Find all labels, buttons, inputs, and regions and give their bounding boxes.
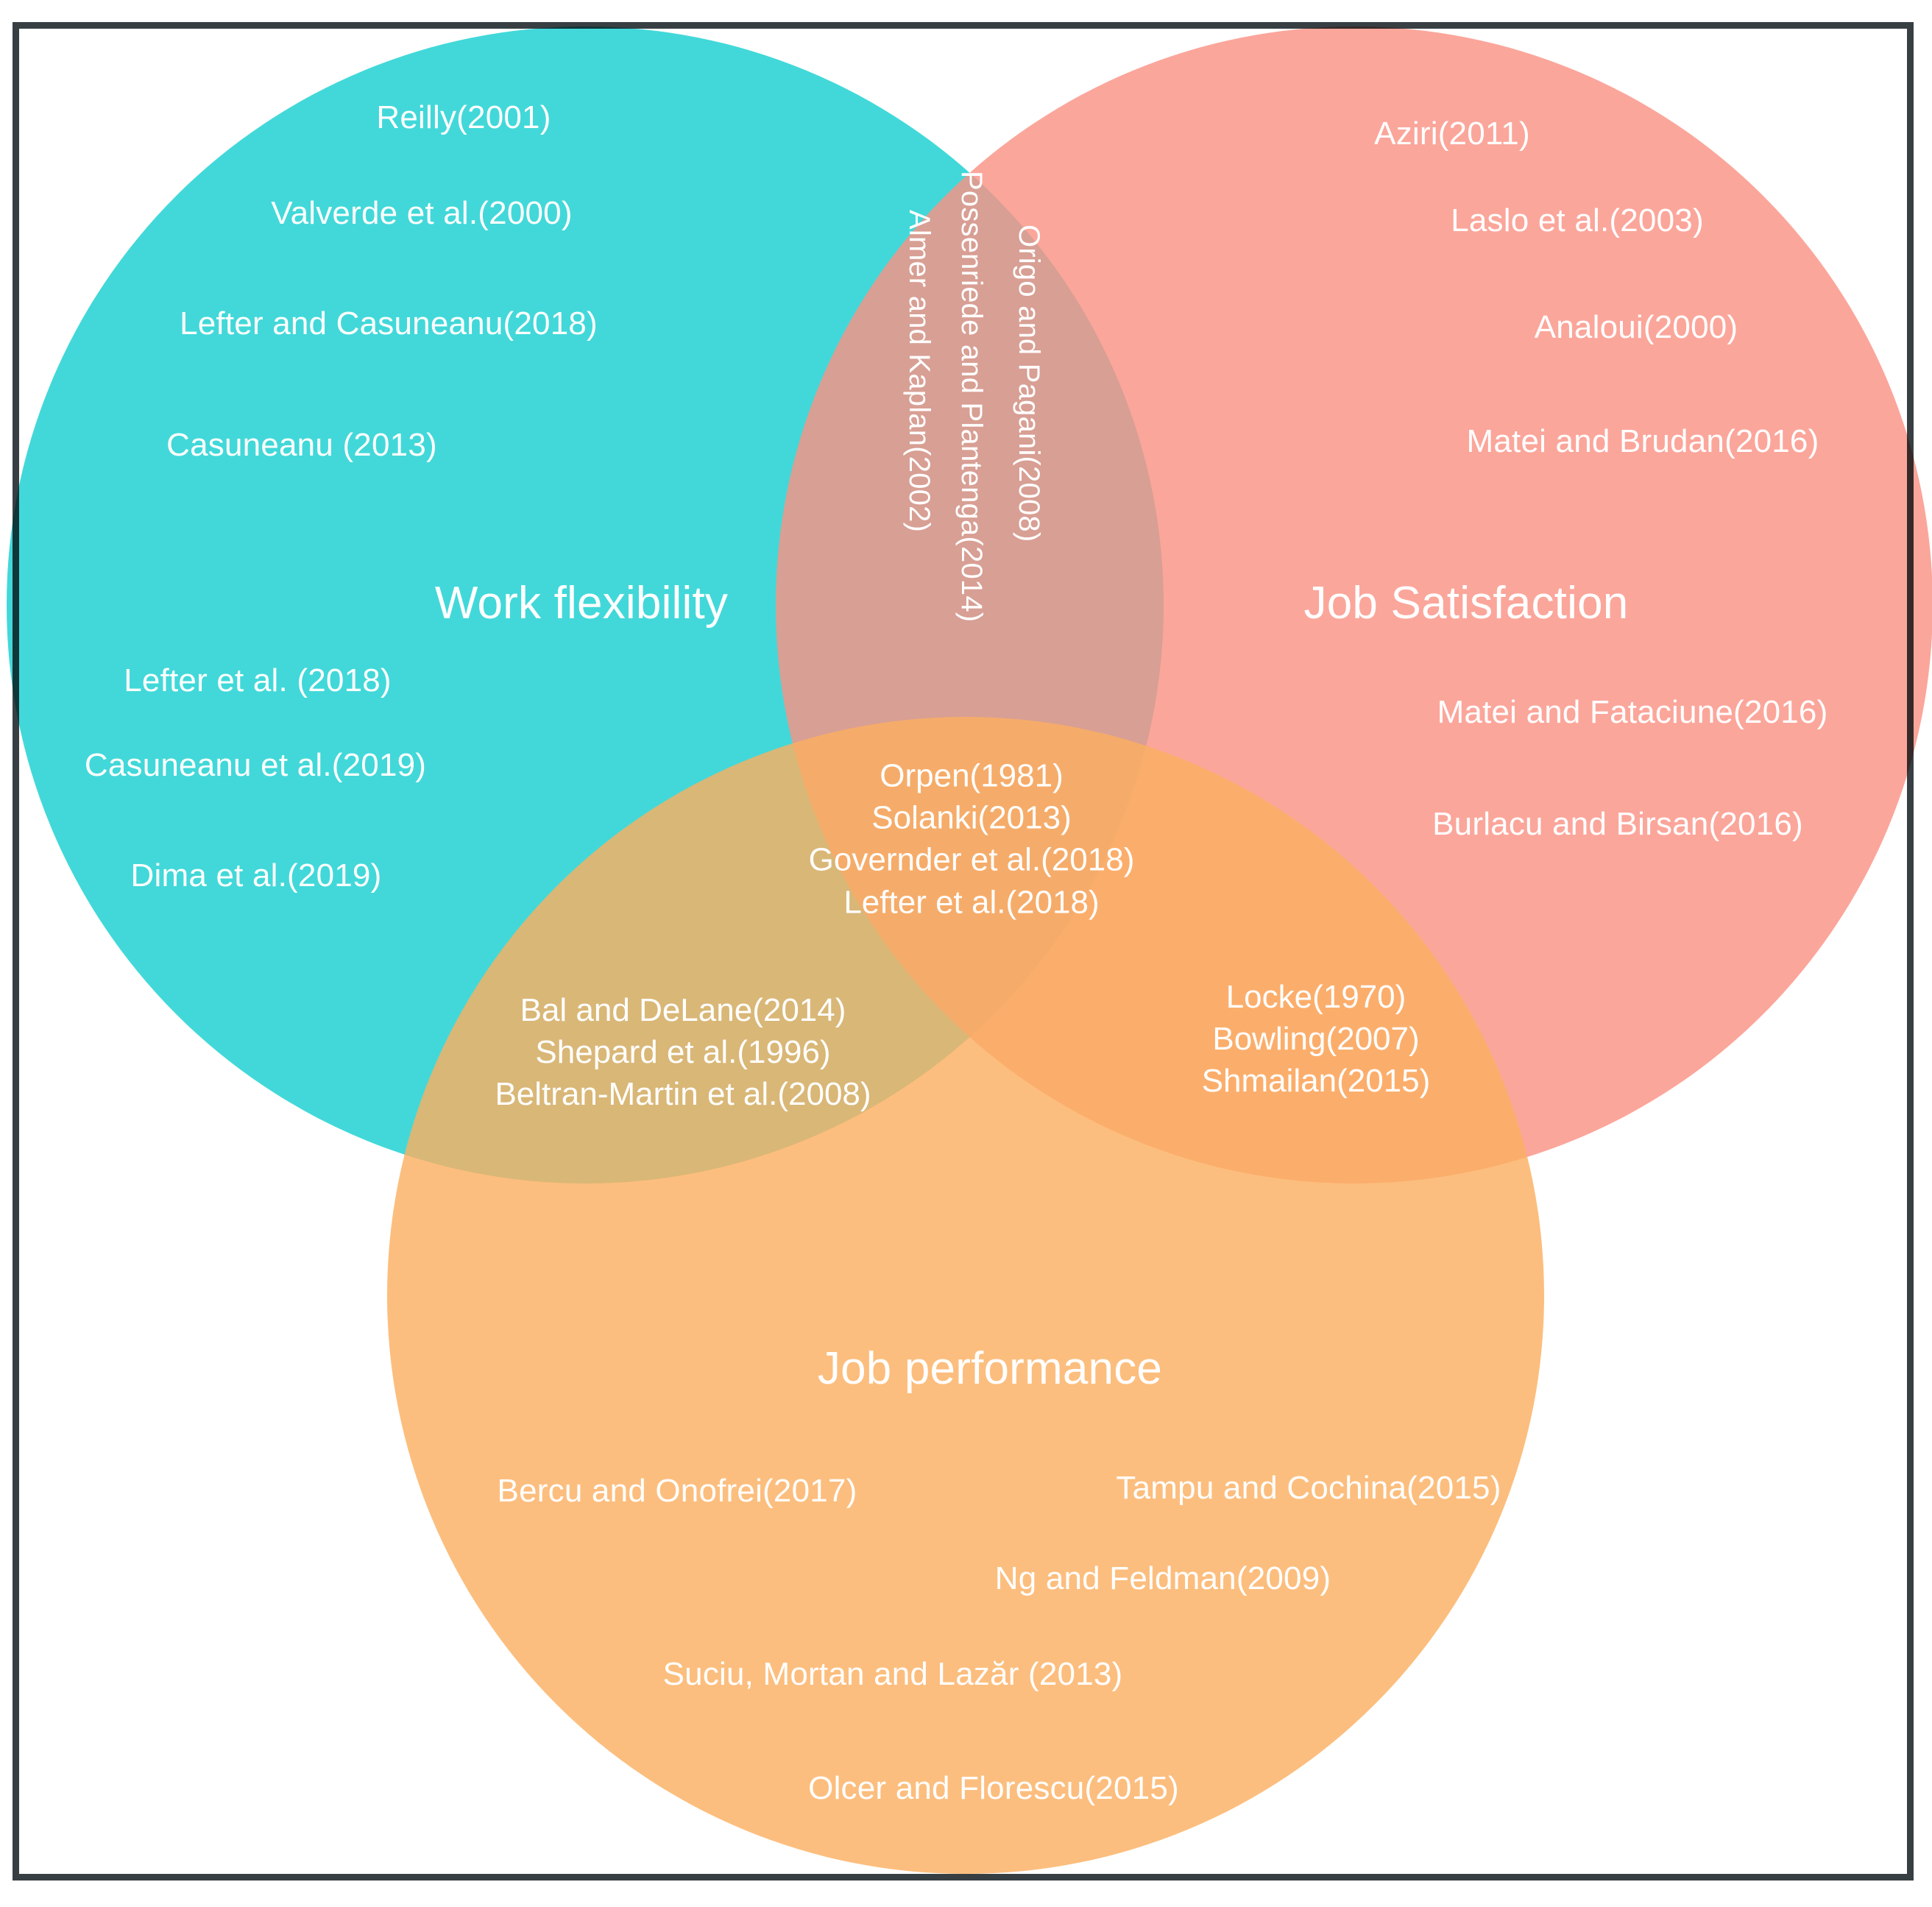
reference-item: Bercu and Onofrei(2017) <box>497 1473 857 1509</box>
reference-item: Olcer and Florescu(2015) <box>808 1770 1179 1806</box>
set-title-job-performance: Job performance <box>817 1343 1163 1394</box>
reference-item: Lefter et al.(2018) <box>843 884 1100 921</box>
reference-item-vertical: Almer and Kaplan(2002) <box>903 210 935 532</box>
reference-item: Tampu and Cochina(2015) <box>1116 1470 1501 1506</box>
reference-item: Matei and Fataciune(2016) <box>1437 694 1828 730</box>
reference-item: Valverde et al.(2000) <box>271 195 573 231</box>
reference-item: Analoui(2000) <box>1534 309 1738 345</box>
reference-item-vertical: Origo and Pagani(2008) <box>1013 224 1045 542</box>
reference-item: Aziri(2011) <box>1374 116 1530 152</box>
reference-item: Bowling(2007) <box>1212 1021 1420 1058</box>
reference-item: Locke(1970) <box>1225 979 1406 1016</box>
reference-item: Beltran-Martin et al.(2008) <box>495 1076 871 1113</box>
reference-item: Shepard et al.(1996) <box>535 1034 831 1071</box>
reference-item: Burlacu and Birsan(2016) <box>1432 806 1803 842</box>
reference-item: Suciu, Mortan and Lazăr (2013) <box>662 1656 1123 1692</box>
reference-item: Lefter and Casuneanu(2018) <box>180 305 598 342</box>
reference-item: Governder et al.(2018) <box>808 842 1135 878</box>
reference-item: Matei and Brudan(2016) <box>1466 423 1819 459</box>
reference-item: Orpen(1981) <box>880 757 1064 794</box>
reference-item: Ng and Feldman(2009) <box>994 1560 1331 1596</box>
reference-item: Casuneanu et al.(2019) <box>84 747 427 783</box>
intersection-satisfaction-performance: Locke(1970) Bowling(2007) Shmailan(2015) <box>1202 976 1431 1103</box>
reference-item: Lefter et al. (2018) <box>124 662 392 698</box>
reference-item: Reilly(2001) <box>376 99 551 135</box>
reference-item-vertical: Possenriede and Plantenga(2014) <box>955 171 988 623</box>
intersection-all-three: Orpen(1981) Solanki(2013) Governder et a… <box>809 755 1135 924</box>
intersection-flexibility-performance: Bal and DeLane(2014) Shepard et al.(1996… <box>495 989 871 1116</box>
reference-item: Solanki(2013) <box>871 799 1072 836</box>
set-title-work-flexibility: Work flexibility <box>434 578 729 629</box>
reference-item: Laslo et al.(2003) <box>1451 202 1704 238</box>
reference-item: Dima et al.(2019) <box>130 857 382 894</box>
reference-item: Casuneanu (2013) <box>166 427 437 463</box>
reference-item: Bal and DeLane(2014) <box>520 992 846 1029</box>
reference-item: Shmailan(2015) <box>1201 1063 1431 1100</box>
set-title-job-satisfaction: Job Satisfaction <box>1303 578 1629 629</box>
